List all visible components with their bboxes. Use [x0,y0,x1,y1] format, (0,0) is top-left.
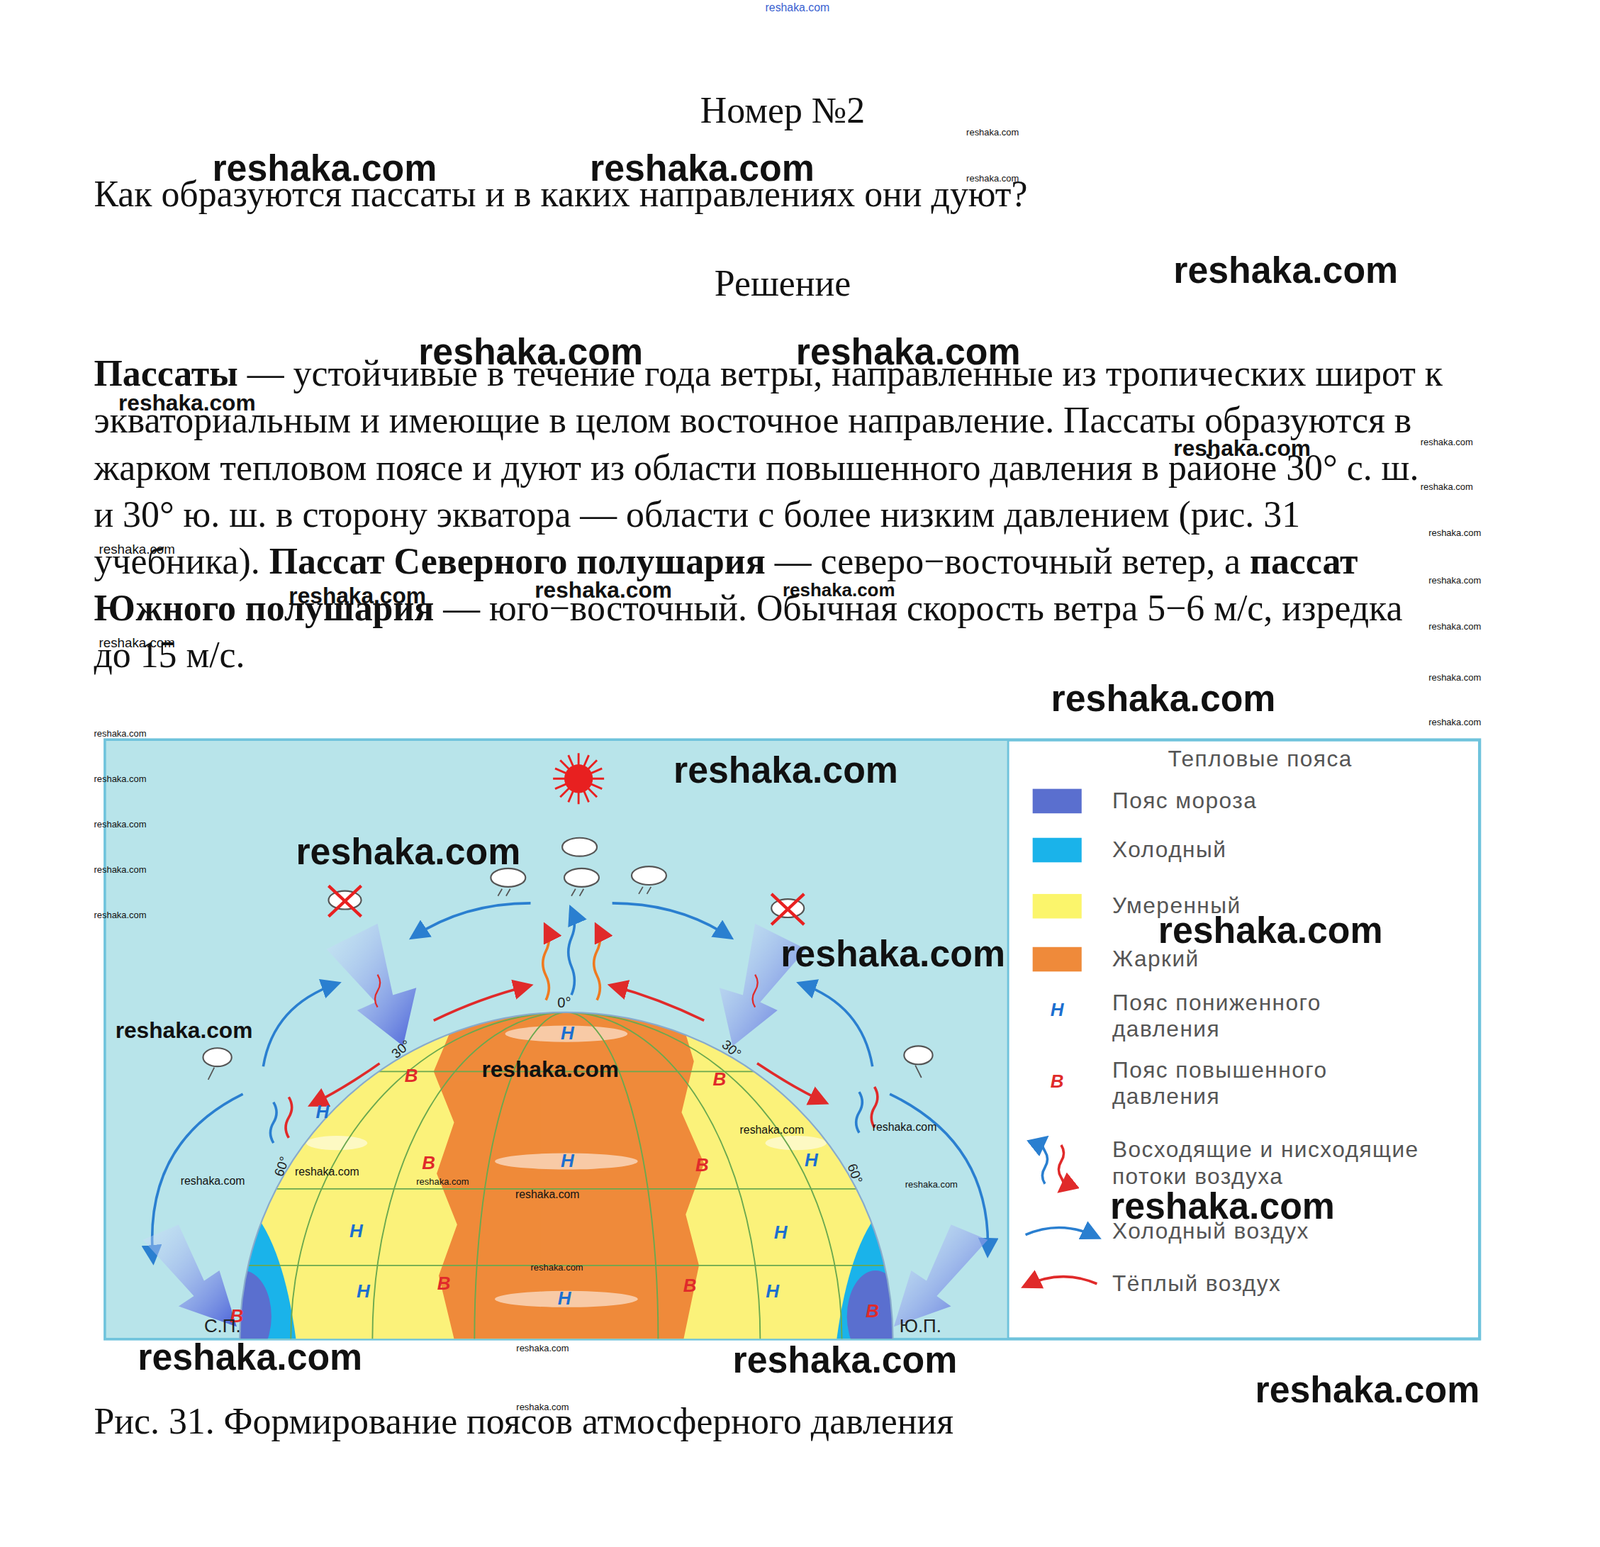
pressure-letter: В [437,1273,451,1295]
answer-paragraph: Пассаты— устойчивые в течение года ветры… [93,350,1443,679]
watermark: reshaka.com [93,819,147,830]
pole-label: С.П. [204,1315,242,1337]
watermark: reshaka.com [1428,575,1481,586]
watermark: reshaka.com [1428,527,1481,538]
section-heading: Решение [714,262,851,305]
pole-label: Ю.П. [899,1315,942,1337]
watermark: reshaka.com [93,864,147,875]
watermark: reshaka.com [534,577,673,604]
watermark: reshaka.com [93,728,147,739]
watermark: reshaka.com [115,1017,254,1044]
page-title: Номер №2 [700,88,865,132]
watermark: reshaka.com [481,1056,619,1083]
legend-swatch [1032,947,1082,972]
watermark: reshaka.com [1428,621,1481,632]
legend-swatch [1032,837,1082,863]
legend-text: Восходящие и нисходящие потоки воздуха [1112,1136,1459,1190]
legend-text: Холодный воздух [1112,1218,1368,1245]
watermark: reshaka.com [872,1120,938,1133]
pressure-letter: Н [349,1220,363,1243]
pressure-letter: В [404,1065,419,1087]
watermark: reshaka.com [515,1187,580,1200]
pressure-letter: В [712,1069,726,1091]
legend-text: Жаркий [1112,945,1368,972]
watermark: reshaka.com [780,932,1006,976]
pressure-letter: В [683,1275,697,1297]
watermark: reshaka.com [118,389,256,417]
legend-text: Холодный [1112,836,1368,863]
watermark: reshaka.com [1420,436,1474,447]
figure-caption: Рис. 31. Формирование поясов атмосферног… [93,1400,954,1443]
watermark: reshaka.com [732,1338,958,1381]
watermark: reshaka.com [180,1174,246,1187]
pressure-letter: Н [315,1101,329,1123]
legend-text: Умеренный [1112,892,1368,919]
watermark: reshaka.com [1173,435,1311,463]
watermark: reshaka.com [211,146,437,190]
watermark: reshaka.com [796,330,1021,373]
answer-text: — северо−восточный ветер, а [774,540,1241,583]
watermark: reshaka.com [966,127,1019,138]
watermark: reshaka.com [288,582,427,609]
watermark: reshaka.com [673,749,899,792]
pressure-letter: В [421,1152,436,1174]
pressure-letter: Н [557,1288,572,1310]
watermark: reshaka.com [589,146,815,190]
pressure-letter: В [1050,1071,1065,1093]
watermark: reshaka.com [93,910,147,921]
legend-text: Пояс повышенного давления [1112,1056,1368,1111]
bold-term: Пассат Северного полушария [269,540,766,583]
watermark: reshaka.com [782,579,895,602]
watermark: reshaka.com [99,541,176,558]
latitude-label: 0° [557,993,571,1011]
watermark: reshaka.com [93,773,147,784]
watermark: reshaka.com [765,0,831,13]
pressure-letter: Н [1050,999,1065,1021]
watermark: reshaka.com [418,330,643,373]
legend-text: Пояс пониженного давления [1112,989,1368,1043]
legend-swatch [1032,893,1082,919]
watermark: reshaka.com [1051,677,1277,721]
pressure-letter: Н [804,1149,819,1171]
watermark: reshaka.com [1254,1368,1480,1411]
bold-term: Пассаты [93,353,238,395]
pressure-letter: Н [356,1280,371,1303]
watermark: reshaka.com [416,1176,469,1187]
watermark: reshaka.com [99,635,176,651]
watermark: reshaka.com [137,1335,363,1379]
pressure-letter: Н [560,1150,575,1172]
watermark: reshaka.com [905,1179,958,1190]
pressure-letter: Н [560,1022,575,1045]
watermark: reshaka.com [740,1123,805,1136]
watermark: reshaka.com [530,1262,583,1273]
watermark: reshaka.com [1420,481,1474,492]
pressure-letter: В [865,1300,880,1323]
pressure-letter: В [695,1154,709,1177]
legend-text: Пояс мороза [1112,787,1368,814]
watermark: reshaka.com [1173,248,1398,292]
watermark: reshaka.com [1428,672,1481,683]
pressure-letter: Н [765,1280,780,1303]
legend-heading: Тепловые пояса [1168,745,1353,772]
watermark: reshaka.com [516,1342,569,1353]
legend-text: Тёплый воздух [1112,1270,1368,1297]
watermark: reshaka.com [294,1165,360,1178]
pressure-letter: Н [774,1222,788,1244]
legend-swatch [1032,789,1082,814]
watermark: reshaka.com [966,173,1019,184]
watermark: reshaka.com [1428,717,1481,728]
watermark: reshaka.com [295,830,521,874]
